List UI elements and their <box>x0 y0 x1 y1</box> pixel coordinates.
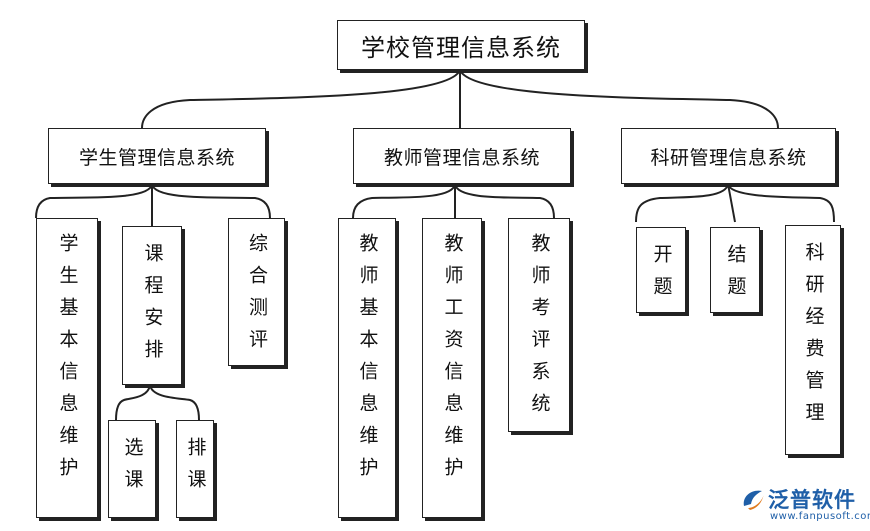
course-arrange-node: 排课 <box>176 420 214 518</box>
teacher-salary-label: 教师工资信息维护 <box>441 233 464 489</box>
teacher-system-label: 教师管理信息系统 <box>383 146 540 169</box>
course-select-label: 选课 <box>121 437 144 501</box>
fanpu-logo-url: www.fanpusoft.com <box>770 511 870 522</box>
connector-research-right <box>727 183 835 223</box>
connector-course <box>115 384 151 421</box>
student-basic-info-node: 学生基本信息维护 <box>36 218 98 518</box>
course-select-node: 选课 <box>108 420 156 518</box>
connector-course-right <box>149 384 200 421</box>
teacher-basic-info-label: 教师基本信息维护 <box>356 233 379 489</box>
proposal-label: 开题 <box>650 244 673 308</box>
teacher-system-node: 教师管理信息系统 <box>353 128 571 184</box>
connector-teacher <box>352 183 456 219</box>
fanpu-logo-icon <box>743 490 764 510</box>
connector-teacher-right <box>454 183 555 219</box>
comprehensive-eval-node: 综合测评 <box>228 218 285 366</box>
student-system-node: 学生管理信息系统 <box>48 128 266 184</box>
proposal-node: 开题 <box>636 227 686 313</box>
research-funding-label: 科研经费管理 <box>802 242 825 434</box>
connector-root <box>141 69 461 129</box>
fanpu-logo-name: 泛普软件 <box>768 488 856 512</box>
connector-root-right <box>459 69 779 129</box>
conclusion-label: 结题 <box>724 244 747 308</box>
comprehensive-eval-label: 综合测评 <box>246 233 268 361</box>
student-system-label: 学生管理信息系统 <box>78 146 235 169</box>
root-node: 学校管理信息系统 <box>337 20 585 70</box>
connector-student-right <box>151 183 271 219</box>
research-system-label: 科研管理信息系统 <box>650 146 807 169</box>
teacher-salary-node: 教师工资信息维护 <box>422 218 482 518</box>
course-schedule-label: 课程安排 <box>141 243 164 371</box>
course-arrange-label: 排课 <box>184 437 207 501</box>
connector-research <box>635 183 729 223</box>
connector-research-mid <box>727 183 736 223</box>
fanpu-logo: 泛普软件 www.fanpusoft.com <box>740 484 870 528</box>
teacher-eval-label: 教师考评系统 <box>528 233 551 425</box>
student-basic-info-label: 学生基本信息维护 <box>56 233 79 489</box>
conclusion-node: 结题 <box>710 227 760 313</box>
root-label: 学校管理信息系统 <box>361 33 561 62</box>
research-system-node: 科研管理信息系统 <box>621 128 836 184</box>
course-schedule-node: 课程安排 <box>122 226 182 385</box>
research-funding-node: 科研经费管理 <box>785 225 841 455</box>
teacher-basic-info-node: 教师基本信息维护 <box>338 218 396 518</box>
teacher-eval-node: 教师考评系统 <box>508 218 570 432</box>
connector-student <box>35 183 153 219</box>
